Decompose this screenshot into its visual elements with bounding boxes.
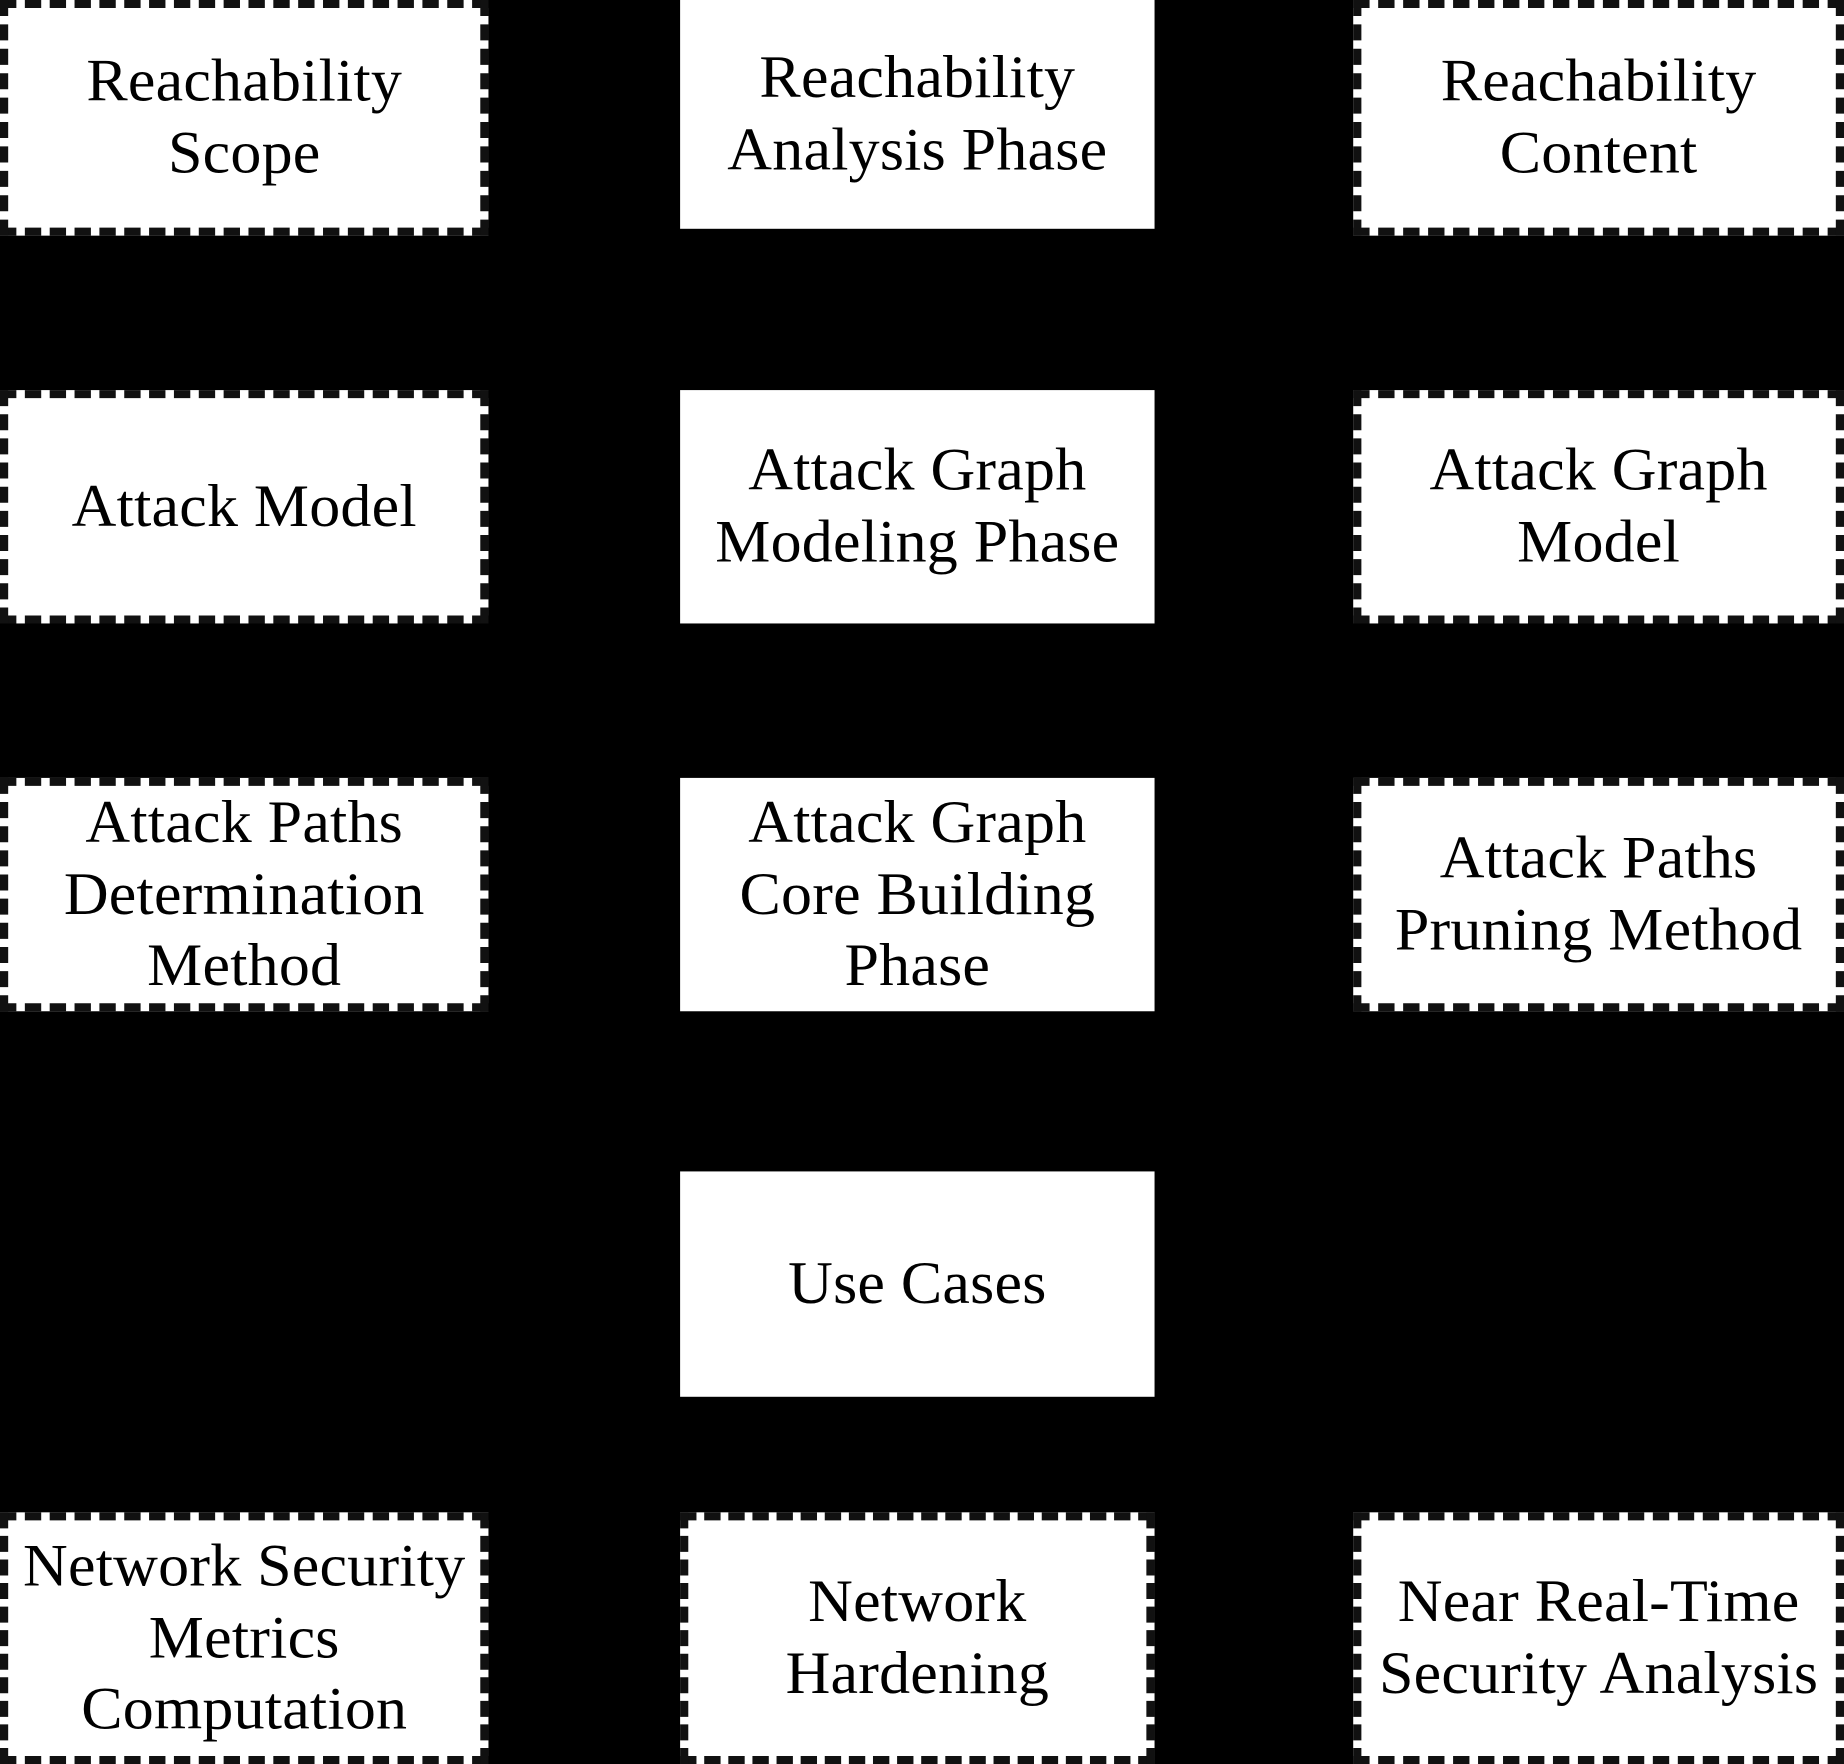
node-label: Attack Paths Determination Method — [63, 789, 425, 999]
node-near-real-time-security-analysis[interactable]: Near Real-Time Security Analysis — [1353, 1512, 1844, 1764]
node-label: Attack Model — [71, 473, 417, 540]
node-network-security-metrics-computation[interactable]: Network Security Metrics Computation — [0, 1512, 489, 1764]
node-label: Reachability Scope — [86, 48, 403, 187]
node-attack-graph-core-building-phase[interactable]: Attack Graph Core Building Phase — [680, 777, 1155, 1012]
node-attack-model[interactable]: Attack Model — [0, 390, 489, 624]
node-label: Network Security Metrics Computation — [23, 1533, 466, 1743]
node-label: Attack Paths Pruning Method — [1394, 825, 1803, 964]
node-label: Use Cases — [788, 1250, 1047, 1317]
node-label: Attack Graph Core Building Phase — [739, 789, 1096, 999]
node-label: Network Hardening — [785, 1568, 1050, 1707]
node-label: Reachability Analysis Phase — [727, 45, 1108, 184]
node-attack-graph-modeling-phase[interactable]: Attack Graph Modeling Phase — [680, 390, 1155, 624]
node-reachability-content[interactable]: Reachability Content — [1353, 0, 1844, 236]
node-label: Reachability Content — [1440, 48, 1757, 187]
node-label: Attack Graph Modeling Phase — [715, 437, 1120, 576]
node-use-cases[interactable]: Use Cases — [680, 1171, 1155, 1397]
node-reachability-analysis-phase[interactable]: Reachability Analysis Phase — [680, 0, 1155, 229]
node-attack-paths-pruning-method[interactable]: Attack Paths Pruning Method — [1353, 777, 1844, 1012]
node-label: Attack Graph Model — [1429, 437, 1768, 576]
node-network-hardening[interactable]: Network Hardening — [680, 1512, 1155, 1764]
node-attack-graph-model[interactable]: Attack Graph Model — [1353, 390, 1844, 624]
node-attack-paths-determination-method[interactable]: Attack Paths Determination Method — [0, 777, 489, 1012]
node-label: Near Real-Time Security Analysis — [1378, 1568, 1819, 1707]
node-reachability-scope[interactable]: Reachability Scope — [0, 0, 489, 236]
